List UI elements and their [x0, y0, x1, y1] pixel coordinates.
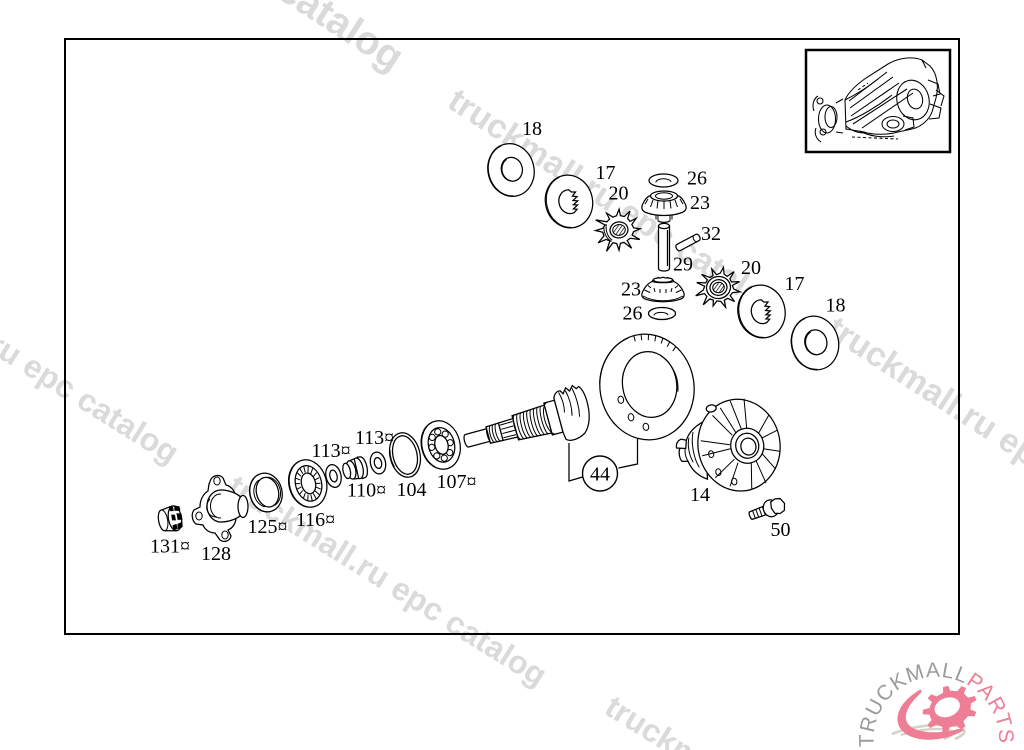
svg-text:17: 17	[596, 162, 616, 184]
svg-text:113¤: 113¤	[355, 427, 394, 449]
svg-text:20: 20	[741, 257, 761, 279]
svg-text:18: 18	[522, 118, 542, 140]
svg-text:107¤: 107¤	[437, 471, 477, 493]
svg-text:29: 29	[673, 254, 693, 276]
svg-text:26: 26	[623, 303, 643, 325]
svg-text:20: 20	[609, 183, 629, 205]
svg-text:113¤: 113¤	[311, 440, 350, 462]
svg-text:32: 32	[701, 223, 721, 245]
svg-text:110¤: 110¤	[347, 480, 386, 502]
svg-text:26: 26	[687, 168, 707, 190]
svg-text:18: 18	[826, 295, 846, 317]
svg-text:116¤: 116¤	[296, 509, 335, 531]
svg-text:14: 14	[690, 484, 710, 506]
svg-text:50: 50	[771, 519, 791, 541]
svg-text:17: 17	[785, 273, 805, 295]
svg-text:128: 128	[201, 543, 231, 565]
svg-text:131¤: 131¤	[150, 536, 190, 558]
svg-text:104: 104	[397, 479, 427, 501]
svg-text:23: 23	[690, 192, 710, 214]
svg-text:44: 44	[590, 464, 610, 486]
svg-text:23: 23	[621, 279, 641, 301]
svg-text:125¤: 125¤	[248, 516, 288, 538]
